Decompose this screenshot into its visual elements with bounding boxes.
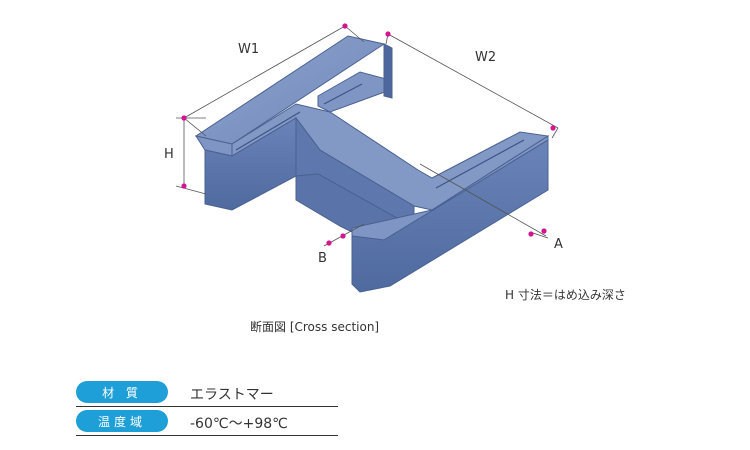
- marker-w2-left: [385, 31, 391, 37]
- marker-b-1: [326, 240, 332, 246]
- label-h: H: [164, 147, 174, 162]
- spec-value-temperature: -60℃～+98℃: [190, 416, 288, 432]
- spec-divider: [76, 406, 338, 407]
- marker-h-bottom: [181, 183, 187, 189]
- dimension-lines: [175, 25, 559, 247]
- marker-b-2: [340, 233, 346, 239]
- marker-w1-right: [342, 23, 348, 29]
- label-w1: W1: [238, 42, 259, 57]
- spec-divider: [76, 435, 338, 436]
- spec-row-temperature: 温度域 -60℃～+98℃: [76, 409, 338, 436]
- rear-flange-face: [383, 43, 393, 99]
- w1-ext-a: [183, 117, 207, 137]
- h-profile-shape: [194, 35, 550, 293]
- marker-a-2: [541, 228, 547, 234]
- spec-label-material: 材 質: [76, 381, 168, 403]
- a-line: [419, 163, 547, 237]
- label-b: B: [318, 251, 327, 266]
- w1-ext-b: [344, 25, 365, 43]
- spec-label-temperature: 温度域: [76, 410, 168, 432]
- w1-line: [183, 25, 346, 119]
- w2-ext-b: [551, 127, 559, 139]
- label-a: A: [554, 237, 563, 252]
- marker-w1-left: [181, 115, 187, 121]
- dimension-markers: [181, 23, 556, 246]
- h-dimension-note: H 寸法＝はめ込み深さ: [505, 288, 626, 302]
- marker-w2-right: [550, 125, 556, 131]
- spec-row-material: 材 質 エラストマー: [76, 380, 338, 407]
- label-w2: W2: [475, 50, 496, 65]
- spec-value-material: エラストマー: [190, 387, 274, 403]
- front-flange-face: [351, 139, 549, 293]
- marker-a-1: [528, 231, 534, 237]
- h-ext-b: [175, 185, 207, 195]
- w2-line: [387, 33, 559, 129]
- section-caption: 断面図 [Cross section]: [250, 320, 380, 334]
- slot-line: [235, 83, 525, 189]
